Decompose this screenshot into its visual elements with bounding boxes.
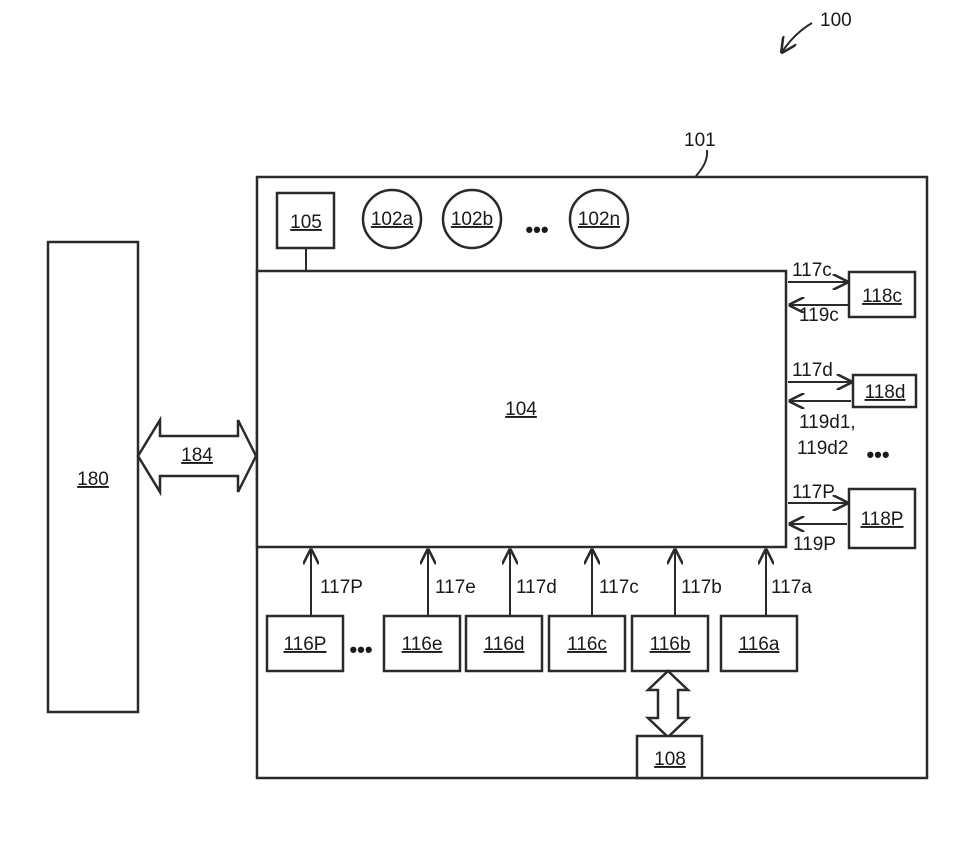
label-119P: 119P (793, 534, 836, 555)
circle-102n-label: 102n (578, 209, 620, 230)
label-117d-bottom: 117d (516, 577, 557, 598)
figure-number-label: 100 (820, 10, 852, 31)
label-117c-bottom: 117c (599, 577, 639, 598)
box-118P-label: 118P (861, 509, 904, 530)
label-119d2: 119d2 (797, 438, 848, 459)
device-leader-line (696, 150, 707, 176)
right-ellipsis: ••• (866, 442, 889, 467)
label-117c-right: 117c (792, 260, 832, 281)
label-117d-right: 117d (792, 360, 833, 381)
box-116c-label: 116c (567, 634, 607, 655)
label-119c: 119c (799, 305, 839, 326)
figure-pointer-arrow (782, 23, 812, 52)
box-118d-label: 118d (865, 382, 906, 403)
label-117P-right: 117P (792, 482, 835, 503)
external-block-label: 180 (77, 469, 109, 490)
box-108-label: 108 (654, 749, 686, 770)
device-label: 101 (684, 130, 716, 151)
label-119d1: 119d1, (799, 412, 856, 433)
top-box-label: 105 (290, 212, 322, 233)
box-116P-label: 116P (284, 634, 327, 655)
bottom-ellipsis: ••• (349, 637, 372, 662)
link-label: 184 (181, 445, 213, 466)
circle-102a-label: 102a (371, 209, 414, 230)
box-116b-label: 116b (650, 634, 691, 655)
label-117a: 117a (771, 577, 812, 598)
main-block-label: 104 (505, 399, 537, 420)
label-117b: 117b (681, 577, 722, 598)
box-118c-label: 118c (862, 286, 902, 307)
circle-102b-label: 102b (451, 209, 493, 230)
box-116d-label: 116d (484, 634, 525, 655)
circles-ellipsis: ••• (525, 217, 548, 242)
box-116e-label: 116e (402, 634, 443, 655)
label-117P-bottom: 117P (320, 577, 363, 598)
box-116a-label: 116a (739, 634, 780, 655)
label-117e: 117e (435, 577, 476, 598)
